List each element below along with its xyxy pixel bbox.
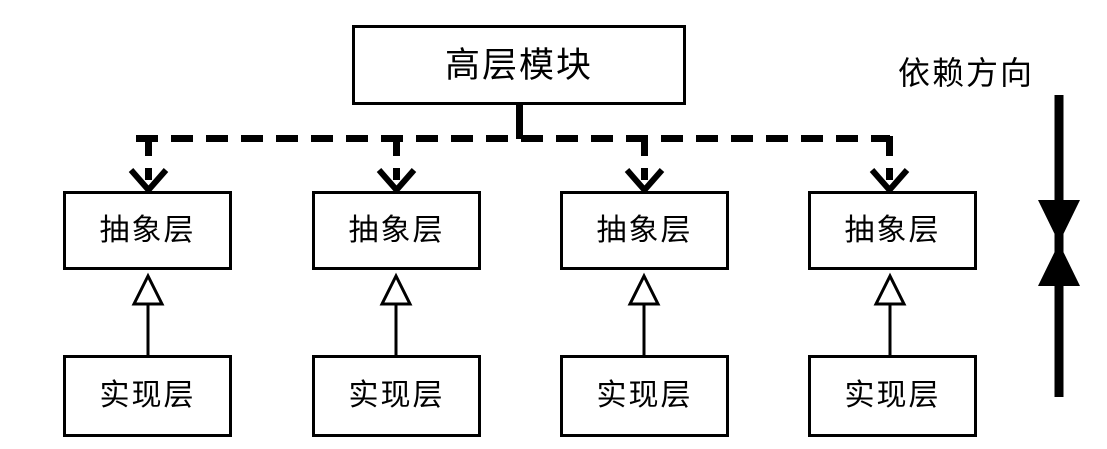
node-abstraction-layer-2[interactable]: 抽象层: [312, 191, 481, 270]
dependency-arrow-1: [128, 136, 169, 195]
node-label: 实现层: [596, 379, 693, 412]
node-implementation-layer-1[interactable]: 实现层: [63, 355, 232, 437]
node-label: 实现层: [348, 379, 445, 412]
node-abstraction-layer-3[interactable]: 抽象层: [560, 191, 729, 270]
node-high-level-module[interactable]: 高层模块: [352, 25, 686, 105]
node-abstraction-layer-4[interactable]: 抽象层: [808, 191, 977, 270]
node-implementation-layer-3[interactable]: 实现层: [560, 355, 729, 437]
generalization-arrow-3: [627, 272, 661, 355]
generalization-arrow-2: [379, 272, 413, 355]
generalization-arrow-4: [873, 272, 907, 355]
dependency-arrow-4: [869, 136, 910, 195]
node-label: 抽象层: [348, 213, 445, 247]
dependency-direction-arrow: [1038, 95, 1080, 397]
node-implementation-layer-4[interactable]: 实现层: [808, 355, 977, 437]
dependency-direction-label: 依赖方向: [898, 55, 1035, 91]
node-label: 实现层: [844, 379, 941, 412]
node-label: 高层模块: [444, 45, 593, 85]
node-implementation-layer-2[interactable]: 实现层: [312, 355, 481, 437]
node-label: 抽象层: [99, 213, 196, 247]
dependency-arrow-3: [624, 136, 665, 195]
node-abstraction-layer-1[interactable]: 抽象层: [63, 191, 232, 270]
dependency-arrow-2: [376, 136, 417, 195]
node-label: 抽象层: [596, 213, 693, 247]
node-label: 抽象层: [844, 213, 941, 247]
generalization-arrow-1: [131, 272, 165, 355]
node-label: 实现层: [99, 379, 196, 412]
